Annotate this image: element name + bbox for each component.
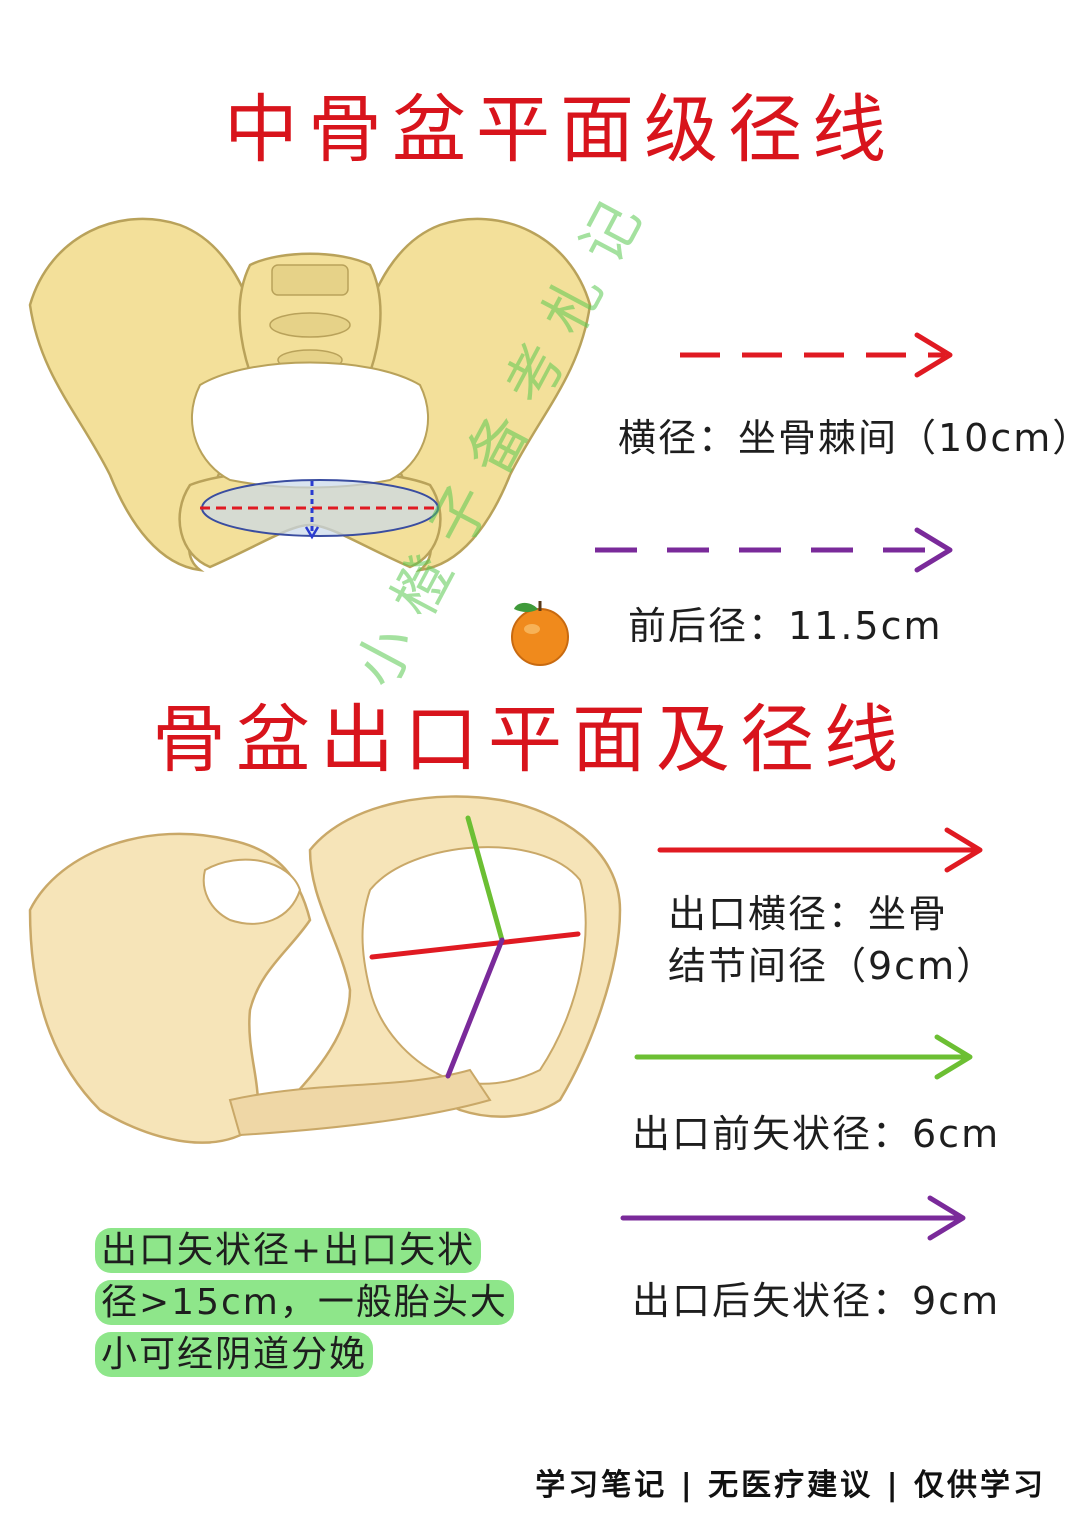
note-line3: 小可经阴道分娩 — [95, 1332, 373, 1377]
ap-diameter-label: 前后径：11.5cm — [628, 600, 943, 652]
transverse-diameter-arrow — [675, 330, 965, 380]
section1-title: 中骨盆平面级径线 — [20, 70, 1080, 177]
pelvis-outlet-illustration — [20, 770, 630, 1170]
orange-fruit-icon — [508, 597, 572, 667]
ap-diameter-arrow — [590, 525, 965, 575]
transverse-diameter-label: 横径：坐骨棘间（10cm） — [618, 412, 1080, 464]
outlet-posterior-sagittal-label: 出口后矢状径：9cm — [632, 1275, 1000, 1327]
outlet-anterior-sagittal-label: 出口前矢状径：6cm — [632, 1108, 1000, 1160]
outlet-posterior-sagittal-arrow — [618, 1193, 973, 1243]
outlet-anterior-sagittal-arrow — [632, 1032, 980, 1082]
note-line1: 出口矢状径+出口矢状 — [95, 1228, 481, 1273]
note-line2: 径>15cm，一般胎头大 — [95, 1280, 514, 1325]
outlet-transverse-label-line1: 出口横径：坐骨 — [668, 888, 996, 940]
footer-disclaimer: 学习笔记 | 无医疗建议 | 仅供学习 — [535, 1460, 1046, 1504]
outlet-transverse-label-line2: 结节间径（9cm） — [668, 940, 996, 992]
outlet-transverse-label: 出口横径：坐骨 结节间径（9cm） — [668, 888, 996, 992]
highlight-note: 出口矢状径+出口矢状 径>15cm，一般胎头大 小可经阴道分娩 — [95, 1225, 535, 1381]
outlet-transverse-arrow — [655, 825, 990, 875]
